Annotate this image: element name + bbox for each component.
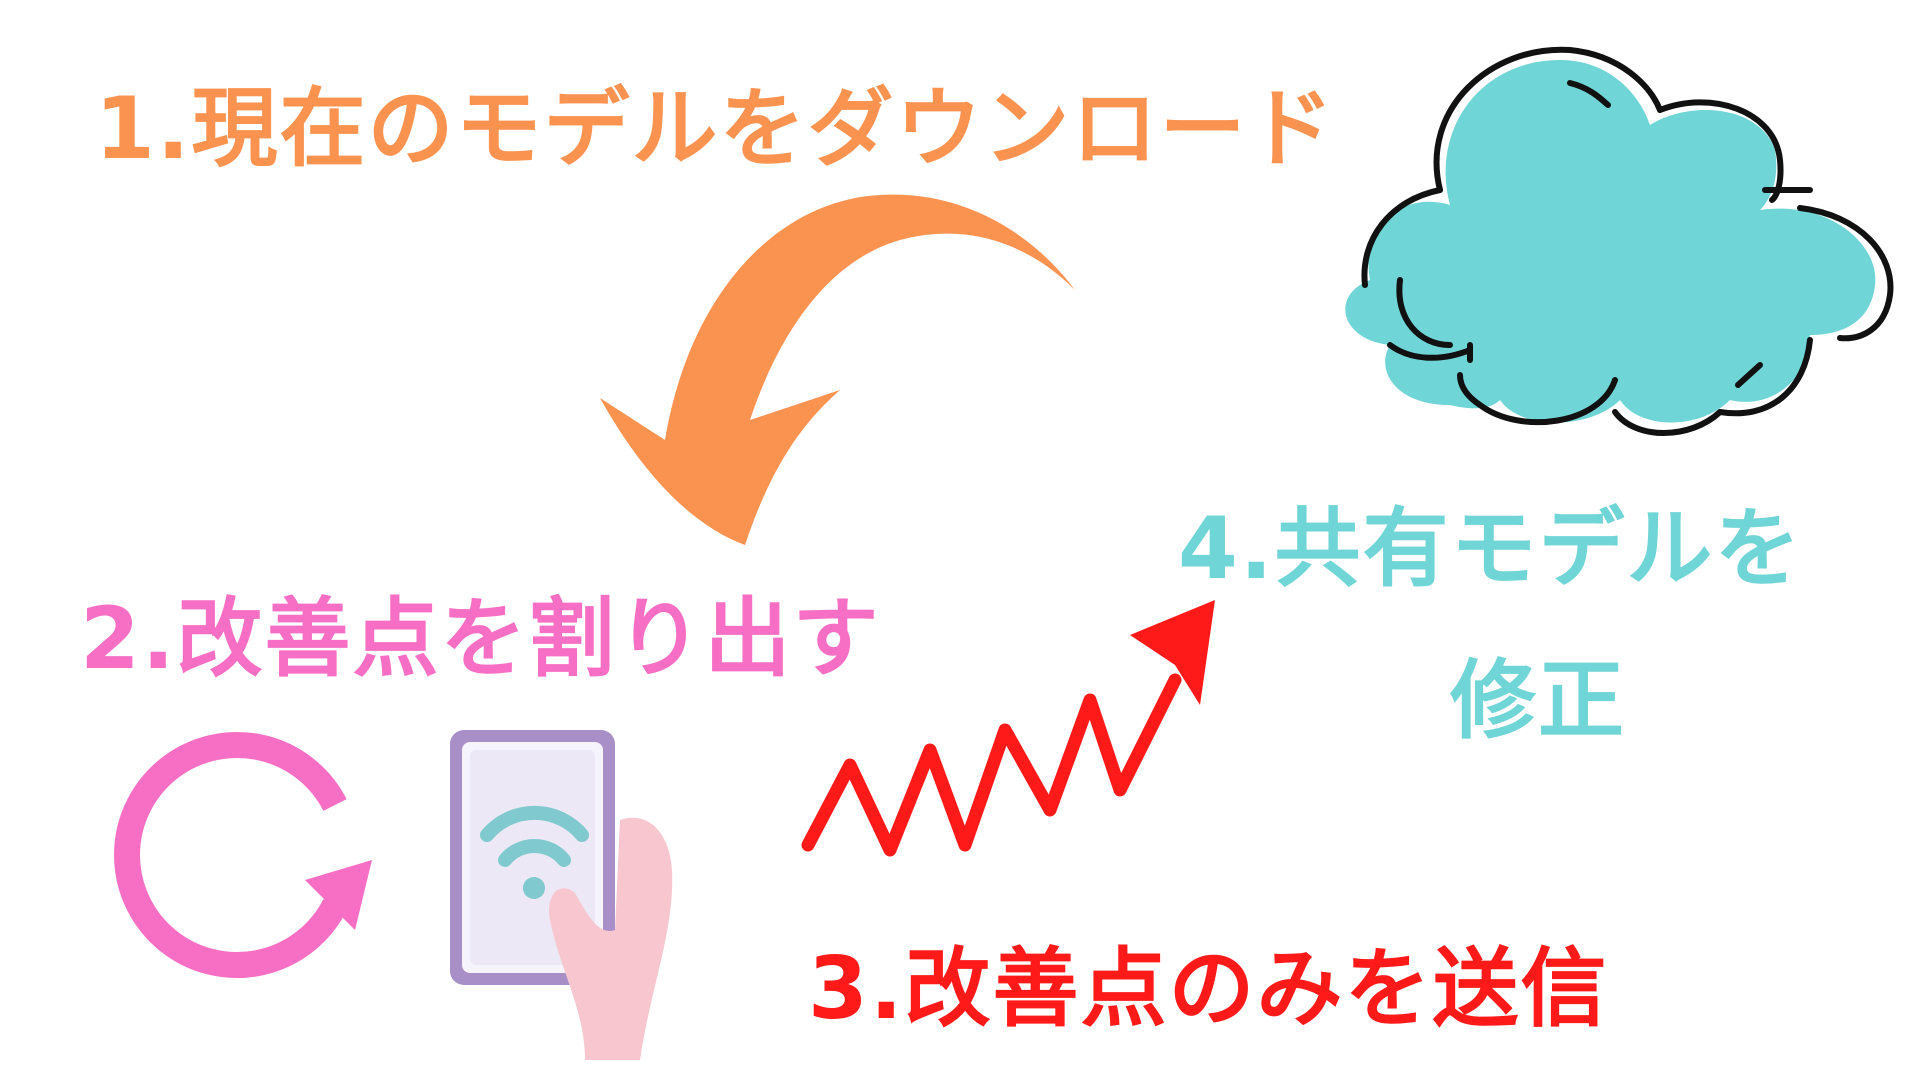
curved-arrow-down-icon bbox=[600, 194, 1075, 545]
step-2-label: 2.改善点を割り出す bbox=[80, 589, 881, 689]
step-1-label: 1.現在のモデルをダウンロード bbox=[95, 79, 1336, 179]
step-3-label: 3.改善点のみを送信 bbox=[808, 939, 1609, 1039]
phone-with-wifi-icon bbox=[450, 730, 673, 1060]
cloud-icon bbox=[1345, 46, 1894, 436]
zigzag-arrow-up-icon bbox=[801, 600, 1215, 857]
step-4-label-line1: 4.共有モデルを bbox=[1178, 499, 1803, 599]
refresh-cycle-icon bbox=[114, 732, 372, 978]
step-4-label-line2: 修正 bbox=[1450, 651, 1626, 751]
